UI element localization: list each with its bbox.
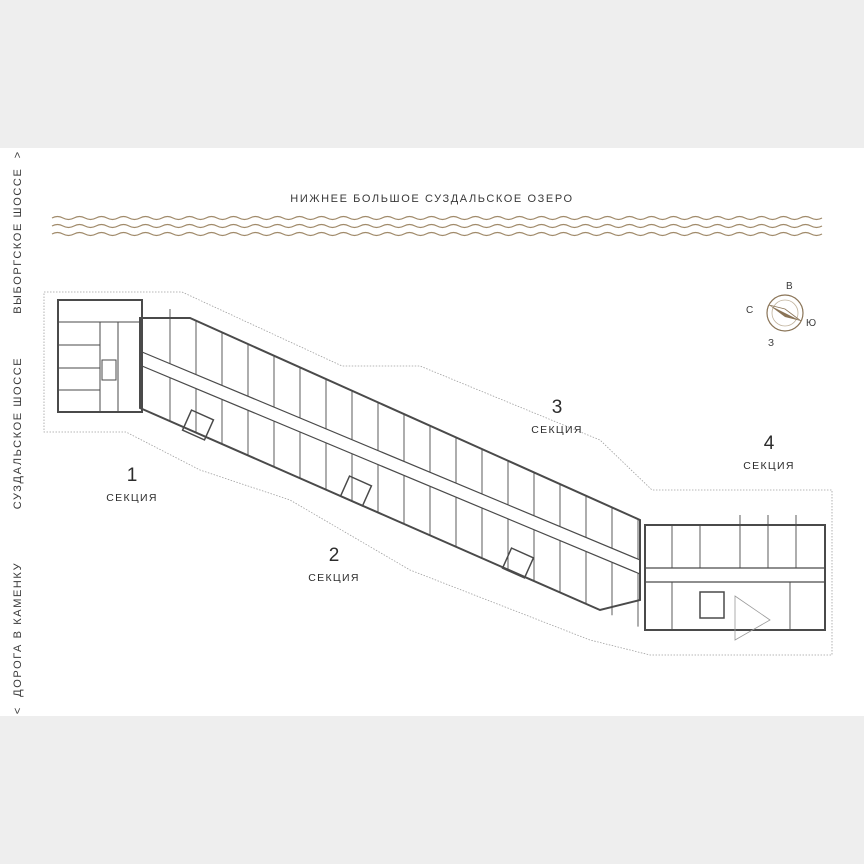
section-1-label: 1 СЕКЦИЯ xyxy=(106,465,158,505)
section-3-number: 3 xyxy=(551,397,563,418)
section-3-caption: СЕКЦИЯ xyxy=(531,424,583,436)
section-1-plan xyxy=(57,299,143,413)
compass-north: В xyxy=(786,281,793,292)
diagonal-wing-plan xyxy=(139,309,641,627)
compass-east: Ю xyxy=(806,318,816,329)
section-3-label: 3 СЕКЦИЯ xyxy=(531,397,583,437)
section-1-number: 1 xyxy=(126,465,138,486)
compass-south: З xyxy=(768,338,774,349)
section-2-caption: СЕКЦИЯ xyxy=(308,572,360,584)
section-2-label: 2 СЕКЦИЯ xyxy=(308,545,360,585)
compass-west: С xyxy=(746,305,753,316)
lake-waves xyxy=(51,215,823,237)
plan-sheet xyxy=(0,148,864,716)
section-4-caption: СЕКЦИЯ xyxy=(743,460,795,472)
compass-icon: В С Ю З xyxy=(746,281,816,349)
lake-title: НИЖНЕЕ БОЛЬШОЕ СУЗДАЛЬСКОЕ ОЗЕРО xyxy=(290,193,574,205)
section-2-number: 2 xyxy=(328,545,340,566)
site-outline xyxy=(43,291,833,656)
section-4-plan xyxy=(644,515,826,641)
section-1-caption: СЕКЦИЯ xyxy=(106,492,158,504)
section-4-number: 4 xyxy=(763,433,775,454)
section-4-label: 4 СЕКЦИЯ xyxy=(743,433,795,473)
